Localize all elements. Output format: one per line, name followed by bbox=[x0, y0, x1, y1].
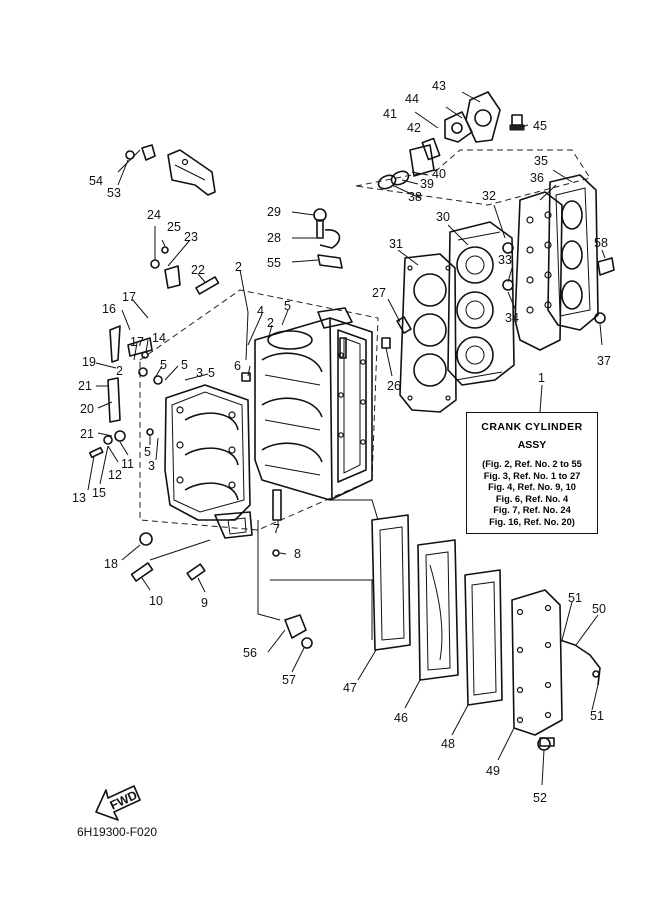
callout-4: 4 bbox=[257, 304, 264, 318]
note-ref-line: Fig. 16, Ref. No. 20) bbox=[489, 516, 575, 527]
thermostat-parts bbox=[377, 91, 525, 190]
callout-40: 40 bbox=[432, 167, 446, 181]
callout-15: 15 bbox=[92, 486, 106, 500]
upper-bracket bbox=[125, 144, 216, 196]
callout-58: 58 bbox=[594, 236, 608, 250]
note-ref-line: Fig. 4, Ref. No. 9, 10 bbox=[488, 482, 576, 492]
callout-41: 41 bbox=[383, 107, 397, 121]
callout-17: 17 bbox=[122, 290, 136, 304]
cylinder-head bbox=[447, 221, 515, 386]
callout-44: 44 bbox=[405, 92, 419, 106]
callout-22: 22 bbox=[191, 263, 205, 277]
fwd-label: FWD bbox=[108, 788, 140, 813]
callout-47: 47 bbox=[343, 681, 357, 695]
callout-53: 53 bbox=[107, 186, 121, 200]
callout-2: 2 bbox=[235, 260, 242, 274]
callout-12: 12 bbox=[108, 468, 122, 482]
note-subtitle: ASSY bbox=[517, 439, 547, 451]
note-ref-line: Fig. 3, Ref. No. 1 to 27 bbox=[483, 470, 581, 481]
callout-17: 17 bbox=[130, 335, 144, 349]
callout-5: 5 bbox=[284, 299, 291, 313]
callout-2: 2 bbox=[267, 316, 274, 330]
callout-20: 20 bbox=[80, 402, 94, 416]
cylinder-block bbox=[254, 307, 373, 501]
callout-5: 5 bbox=[208, 366, 215, 380]
callout-39: 39 bbox=[420, 177, 434, 191]
note-title: CRANK CYLINDER bbox=[481, 421, 583, 433]
callout-5: 5 bbox=[160, 358, 167, 372]
callout-50: 50 bbox=[592, 602, 606, 616]
callout-23: 23 bbox=[184, 230, 198, 244]
callout-56: 56 bbox=[243, 646, 257, 660]
callout-55: 55 bbox=[267, 256, 281, 270]
callout-48: 48 bbox=[441, 737, 455, 751]
callout-10: 10 bbox=[149, 594, 163, 608]
callout-57: 57 bbox=[282, 673, 296, 687]
callout-37: 37 bbox=[597, 354, 611, 368]
callout-5: 5 bbox=[181, 358, 188, 372]
leader-lines bbox=[87, 91, 606, 786]
callout-51: 51 bbox=[590, 709, 604, 723]
callout-49: 49 bbox=[486, 764, 500, 778]
callout-14: 14 bbox=[152, 331, 166, 345]
callout-28: 28 bbox=[267, 231, 281, 245]
callout-33: 33 bbox=[498, 253, 512, 267]
callout-52: 52 bbox=[533, 791, 547, 805]
small-hardware bbox=[88, 208, 615, 751]
crankcase-left bbox=[164, 384, 253, 539]
callout-5: 5 bbox=[144, 445, 151, 459]
callout-18: 18 bbox=[104, 557, 118, 571]
callout-36: 36 bbox=[530, 171, 544, 185]
callout-38: 38 bbox=[408, 190, 422, 204]
callout-21: 21 bbox=[80, 427, 94, 441]
callout-35: 35 bbox=[534, 154, 548, 168]
callout-30: 30 bbox=[436, 210, 450, 224]
callout-26: 26 bbox=[387, 379, 401, 393]
head-cover-gasket bbox=[514, 191, 563, 351]
callout-7: 7 bbox=[273, 522, 280, 536]
callout-21: 21 bbox=[78, 379, 92, 393]
callout-25: 25 bbox=[167, 220, 181, 234]
callout-27: 27 bbox=[372, 286, 386, 300]
callout-2: 2 bbox=[116, 364, 123, 378]
callout-8: 8 bbox=[294, 547, 301, 561]
callout-9: 9 bbox=[201, 596, 208, 610]
callout-51: 51 bbox=[568, 591, 582, 605]
note-reference-list: (Fig. 2, Ref. No. 2 to 55 Fig. 3, Ref. N… bbox=[467, 459, 597, 528]
callout-16: 16 bbox=[102, 302, 116, 316]
callout-3: 3 bbox=[196, 366, 203, 380]
callout-11: 11 bbox=[121, 457, 134, 471]
callout-46: 46 bbox=[394, 711, 408, 725]
callout-19: 19 bbox=[82, 355, 96, 369]
drawing-code: 6H19300-F020 bbox=[77, 825, 158, 839]
callout-24: 24 bbox=[147, 208, 161, 222]
callout-6: 6 bbox=[234, 359, 241, 373]
callout-numbers: 43 44 41 42 45 40 39 38 35 36 32 30 31 3… bbox=[72, 79, 611, 805]
head-cover bbox=[547, 174, 599, 331]
note-ref-line: Fig. 6, Ref. No. 4 bbox=[495, 493, 569, 504]
callout-43: 43 bbox=[432, 79, 446, 93]
cylinder-head-gasket bbox=[399, 253, 457, 413]
callout-54: 54 bbox=[89, 174, 103, 188]
callout-45: 45 bbox=[533, 119, 547, 133]
fwd-arrow: FWD bbox=[95, 785, 141, 821]
assembly-note-box: CRANK CYLINDER ASSY (Fig. 2, Ref. No. 2 … bbox=[466, 412, 598, 534]
exhaust-covers bbox=[371, 514, 563, 736]
callout-42: 42 bbox=[407, 121, 421, 135]
callout-1: 1 bbox=[538, 371, 545, 385]
callout-13: 13 bbox=[72, 491, 86, 505]
callout-32: 32 bbox=[482, 189, 496, 203]
callout-29: 29 bbox=[267, 205, 281, 219]
callout-31: 31 bbox=[389, 237, 403, 251]
callout-34: 34 bbox=[505, 311, 519, 325]
note-ref-line: (Fig. 2, Ref. No. 2 to 55 bbox=[482, 459, 582, 469]
note-ref-line: Fig. 7, Ref. No. 24 bbox=[493, 505, 571, 515]
callout-3: 3 bbox=[148, 459, 155, 473]
